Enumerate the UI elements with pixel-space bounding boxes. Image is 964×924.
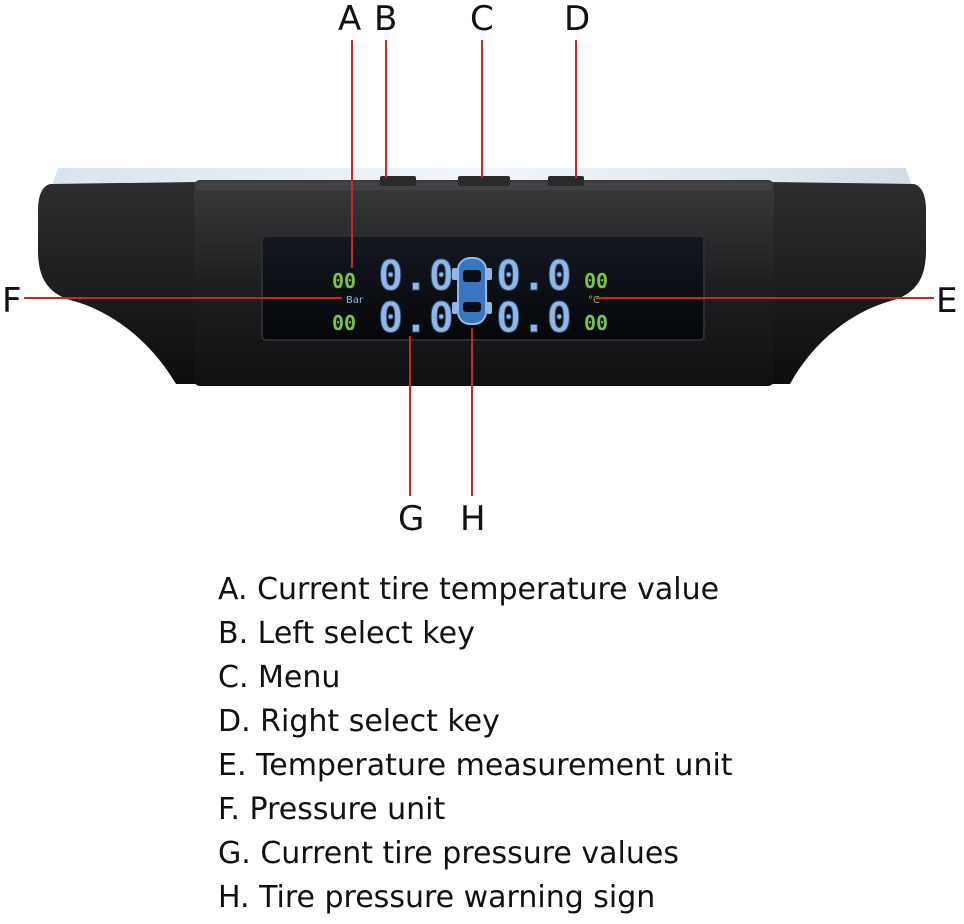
legend-item-b: B. Left select key: [218, 616, 475, 651]
legend-item-d: D. Right select key: [218, 704, 500, 739]
callout-d: D: [564, 0, 591, 39]
temp-rear-left: 00: [332, 311, 356, 335]
legend: A. Current tire temperature value B. Lef…: [218, 568, 733, 920]
left-select-key: [380, 176, 416, 186]
callout-f: F: [2, 281, 22, 321]
pressure-front-right: 0.0: [496, 251, 572, 300]
callout-c: C: [470, 0, 494, 39]
pressure-rear-right: 0.0: [496, 293, 572, 342]
temperature-unit-label: °C: [588, 295, 600, 306]
callout-a: A: [338, 0, 362, 39]
menu-key: [458, 176, 510, 186]
callout-b: B: [374, 0, 398, 39]
legend-item-h: H. Tire pressure warning sign: [218, 880, 656, 915]
temp-front-right: 00: [584, 269, 608, 293]
temp-front-left: 00: [332, 269, 356, 293]
car-warning-icon: [452, 257, 492, 325]
temp-rear-right: 00: [584, 311, 608, 335]
legend-item-e: E. Temperature measurement unit: [218, 748, 733, 783]
legend-item-f: F. Pressure unit: [218, 792, 446, 827]
callout-h: H: [460, 499, 486, 539]
callout-e: E: [936, 281, 958, 321]
left-wing: [38, 182, 196, 384]
leader-lines: [24, 40, 934, 496]
pressure-rear-left: 0.0: [378, 293, 454, 342]
right-wing: [770, 182, 926, 384]
right-select-key: [548, 176, 584, 186]
callout-g: G: [398, 499, 425, 539]
legend-item-a: A. Current tire temperature value: [218, 572, 720, 607]
pressure-unit-label: Bar: [346, 295, 364, 306]
pressure-front-left: 0.0: [378, 251, 454, 300]
legend-item-c: C. Menu: [218, 660, 341, 695]
legend-item-g: G. Current tire pressure values: [218, 836, 679, 871]
